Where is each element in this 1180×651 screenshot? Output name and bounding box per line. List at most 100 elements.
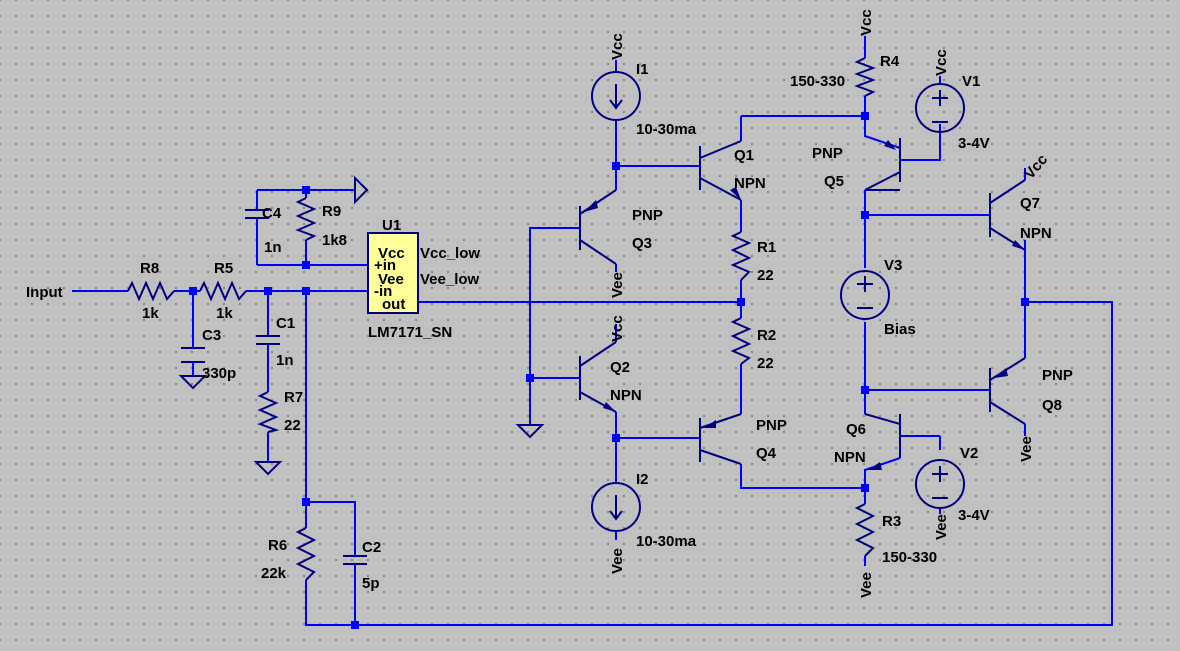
transistor-q6[interactable] xyxy=(864,413,901,470)
u1-label: U1 xyxy=(382,217,401,234)
r3-value: 150-330 xyxy=(882,549,937,566)
q1-label: Q1 xyxy=(734,147,754,164)
r9-label: R9 xyxy=(322,203,341,220)
i1-label: I1 xyxy=(636,61,649,78)
r1-value: 22 xyxy=(757,267,774,284)
vee-q3: Vee xyxy=(609,272,626,298)
pin-minus-in-label: -in xyxy=(374,283,392,300)
transistor-q7[interactable] xyxy=(989,179,1026,251)
vee-v2: Vee xyxy=(933,514,950,540)
r6-value: 22k xyxy=(261,565,287,582)
resistor-r5[interactable] xyxy=(199,280,247,302)
c2-value: 5p xyxy=(362,575,380,592)
c4-value: 1n xyxy=(264,239,282,256)
r7-value: 22 xyxy=(284,417,301,434)
q5-type: PNP xyxy=(812,145,843,162)
c4-label: C4 xyxy=(262,205,282,222)
capacitor-c2[interactable] xyxy=(343,555,367,565)
v2-value: 3-4V xyxy=(958,507,990,524)
resistor-r9[interactable] xyxy=(295,197,317,241)
resistor-r2[interactable] xyxy=(730,317,752,365)
v1-value: 3-4V xyxy=(958,135,990,152)
resistor-r4[interactable] xyxy=(854,57,876,97)
pin-vee-label: Vee xyxy=(378,271,404,288)
voltage-source-v2[interactable] xyxy=(915,459,965,514)
v3-label: V3 xyxy=(884,257,902,274)
current-source-i1[interactable] xyxy=(591,60,641,121)
i2-label: I2 xyxy=(636,471,649,488)
c1-value: 1n xyxy=(276,352,294,369)
r2-label: R2 xyxy=(757,327,776,344)
resistor-r8[interactable] xyxy=(127,280,175,302)
resistor-r6[interactable] xyxy=(295,527,317,581)
transistor-q3[interactable] xyxy=(579,189,617,272)
c1-label: C1 xyxy=(276,315,295,332)
transistor-q1[interactable] xyxy=(699,140,742,201)
q3-type: PNP xyxy=(632,207,663,224)
vee-q8: Vee xyxy=(1018,436,1035,462)
i1-value: 10-30ma xyxy=(636,121,697,138)
r6-label: R6 xyxy=(268,537,287,554)
resistor-r7[interactable] xyxy=(257,391,280,433)
capacitor-c1[interactable] xyxy=(256,335,280,345)
q4-type: PNP xyxy=(756,417,787,434)
i2-value: 10-30ma xyxy=(636,533,697,550)
q7-label: Q7 xyxy=(1020,195,1040,212)
capacitor-c4[interactable] xyxy=(245,209,269,219)
junctions xyxy=(189,112,1029,629)
q1-type: NPN xyxy=(734,175,766,192)
v3-value: Bias xyxy=(884,321,916,338)
transistor-q8[interactable] xyxy=(989,357,1026,425)
r1-label: R1 xyxy=(757,239,776,256)
q8-label: Q8 xyxy=(1042,397,1062,414)
u1-part: LM7171_SN xyxy=(368,324,452,341)
q7-type: NPN xyxy=(1020,225,1052,242)
r7-label: R7 xyxy=(284,389,303,406)
r8-value: 1k xyxy=(142,305,159,322)
transistor-q2[interactable] xyxy=(579,341,617,413)
r8-label: R8 xyxy=(140,260,159,277)
q6-label: Q6 xyxy=(846,421,866,438)
net-vcc-low: Vcc_low xyxy=(420,245,480,262)
voltage-source-v1[interactable] xyxy=(915,76,965,133)
transistor-q4[interactable] xyxy=(699,413,742,465)
pin-vcc-label: Vcc xyxy=(378,245,405,262)
labels: Input R8 1k R5 1k C3 330p C4 1n R9 1k8 C… xyxy=(26,9,1073,598)
vcc-i1: Vcc xyxy=(609,33,626,60)
opamp-u1[interactable] xyxy=(367,232,419,314)
wires xyxy=(72,52,1113,626)
q6-type: NPN xyxy=(834,449,866,466)
r3-label: R3 xyxy=(882,513,901,530)
vee-r3: Vee xyxy=(858,572,875,598)
v1-label: V1 xyxy=(962,73,980,90)
q2-type: NPN xyxy=(610,387,642,404)
v2-label: V2 xyxy=(960,445,978,462)
transistor-q5[interactable] xyxy=(864,138,901,191)
r4-label: R4 xyxy=(880,53,900,70)
vcc-q2: Vcc xyxy=(609,315,626,342)
pin-plus-in-label: +in xyxy=(374,257,396,274)
resistor-r3[interactable] xyxy=(854,503,876,557)
supply-stubs xyxy=(615,36,1026,566)
vcc-v1: Vcc xyxy=(933,49,950,76)
r9-value: 1k8 xyxy=(322,232,347,249)
voltage-source-v3[interactable] xyxy=(840,270,890,320)
q4-label: Q4 xyxy=(756,445,777,462)
resistor-r1[interactable] xyxy=(730,231,752,281)
net-vee-low: Vee_low xyxy=(420,271,480,288)
current-source-i2[interactable] xyxy=(591,482,641,540)
q3-label: Q3 xyxy=(632,235,652,252)
r5-value: 1k xyxy=(216,305,233,322)
vcc-r4: Vcc xyxy=(858,9,875,36)
c2-label: C2 xyxy=(362,539,381,556)
q5-label: Q5 xyxy=(824,173,844,190)
r2-value: 22 xyxy=(757,355,774,372)
q8-type: PNP xyxy=(1042,367,1073,384)
q2-label: Q2 xyxy=(610,359,630,376)
ground-symbol xyxy=(178,175,545,476)
capacitor-c3[interactable] xyxy=(181,344,205,366)
r5-label: R5 xyxy=(214,260,233,277)
pin-out-label: out xyxy=(382,296,405,313)
